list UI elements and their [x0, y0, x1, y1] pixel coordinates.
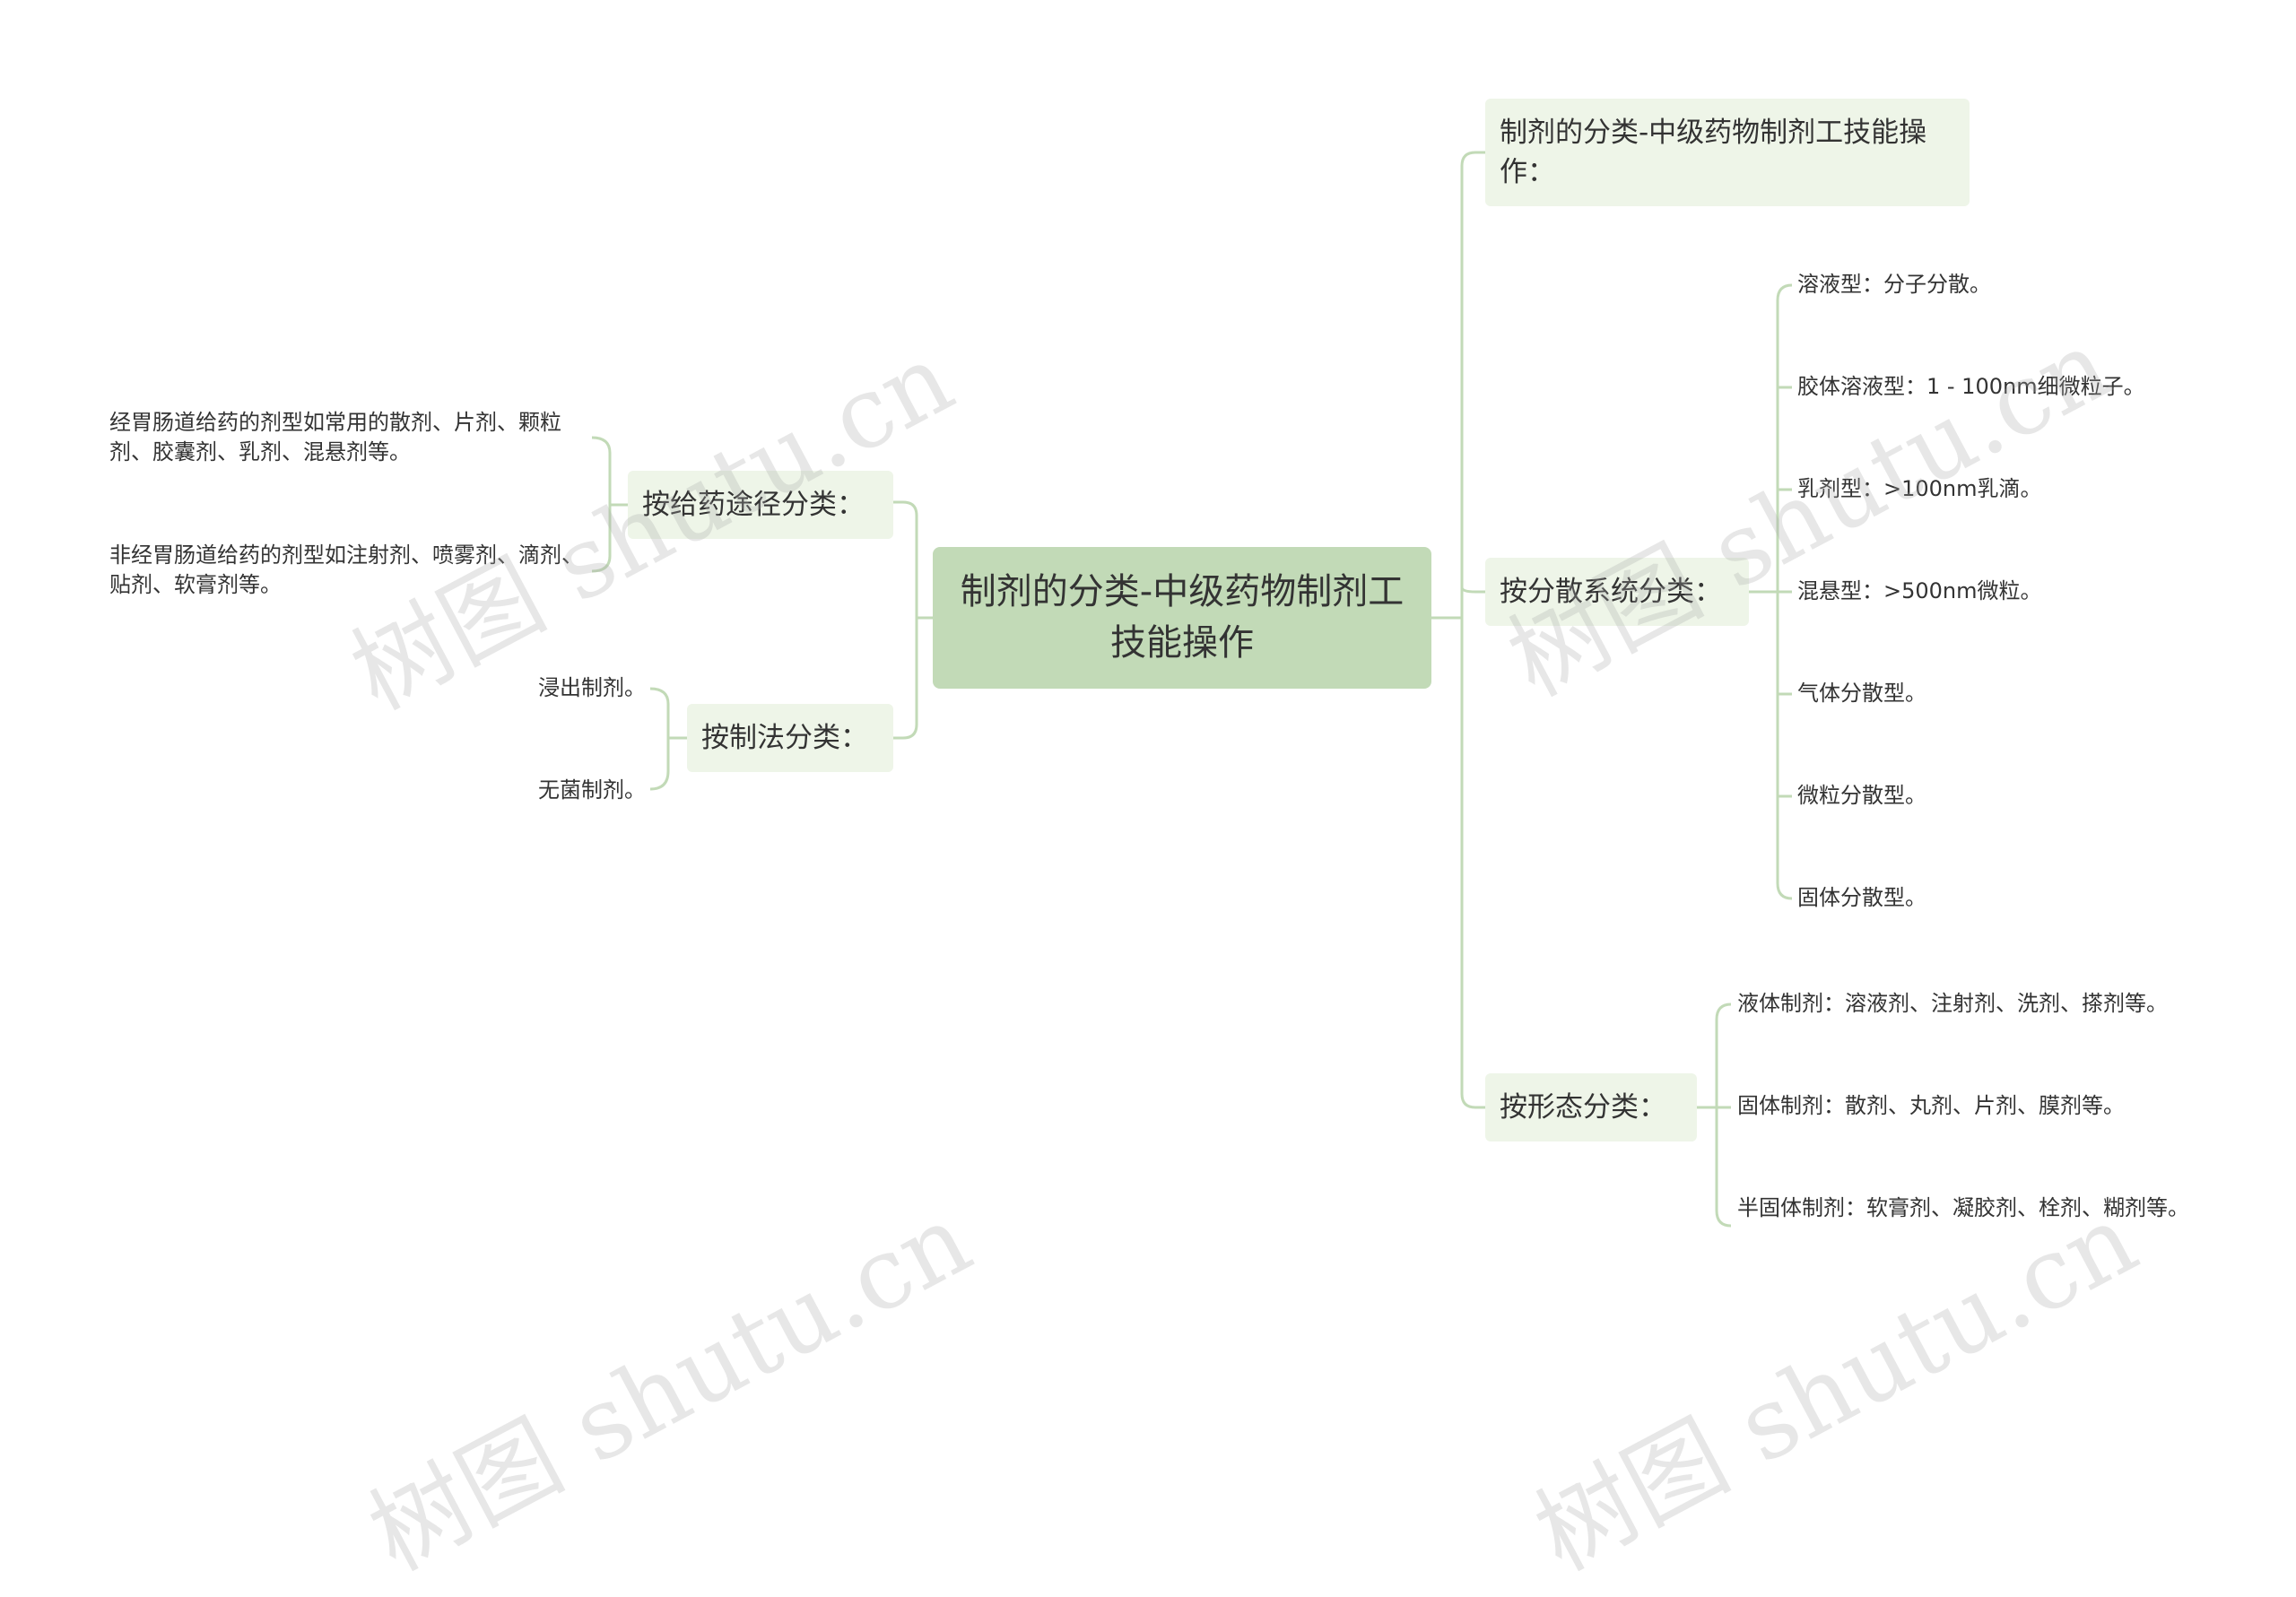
leaf-dispersion-1-text: 溶液型：分子分散。 [1797, 272, 1991, 297]
leaf-form-2-text: 固体制剂：散剂、丸剂、片剂、膜剂等。 [1737, 1093, 2125, 1118]
leaf-dispersion-7[interactable]: 固体分散型。 [1797, 883, 1926, 913]
leaf-form-1[interactable]: 液体制剂：溶液剂、注射剂、洗剂、搽剂等。 [1737, 989, 2168, 1019]
leaf-dispersion-1[interactable]: 溶液型：分子分散。 [1797, 270, 1991, 299]
node-dispersion-label: 按分散系统分类： [1500, 576, 1722, 608]
leaf-form-3-text: 半固体制剂：软膏剂、凝胶剂、栓剂、糊剂等。 [1737, 1195, 2189, 1220]
leaf-route-2-text: 非经胃肠道给药的剂型如注射剂、喷雾剂、滴剂、贴剂、软膏剂等。 [109, 542, 583, 597]
leaf-dispersion-3-text: 乳剂型：>100nm乳滴。 [1797, 476, 2042, 501]
leaf-dispersion-5-text: 气体分散型。 [1797, 681, 1926, 706]
leaf-dispersion-2[interactable]: 胶体溶液型：1 - 100nm细微粒子。 [1797, 372, 2145, 402]
node-method[interactable]: 按制法分类： [687, 704, 893, 772]
node-route-label: 按给药途径分类： [642, 489, 865, 521]
leaf-dispersion-2-text: 胶体溶液型：1 - 100nm细微粒子。 [1797, 374, 2145, 399]
leaf-method-2-text: 无菌制剂。 [538, 777, 646, 803]
node-route[interactable]: 按给药途径分类： [628, 471, 893, 539]
leaf-form-2[interactable]: 固体制剂：散剂、丸剂、片剂、膜剂等。 [1737, 1091, 2125, 1121]
leaf-method-2[interactable]: 无菌制剂。 [484, 776, 646, 805]
node-top-label: 制剂的分类-中级药物制剂工技能操作： [1500, 117, 1927, 188]
leaf-dispersion-6[interactable]: 微粒分散型。 [1797, 781, 1926, 811]
root-node[interactable]: 制剂的分类-中级药物制剂工技能操作 [933, 547, 1431, 689]
leaf-dispersion-7-text: 固体分散型。 [1797, 885, 1926, 910]
root-title: 制剂的分类-中级药物制剂工技能操作 [960, 571, 1405, 664]
leaf-form-1-text: 液体制剂：溶液剂、注射剂、洗剂、搽剂等。 [1737, 991, 2168, 1016]
leaf-dispersion-5[interactable]: 气体分散型。 [1797, 679, 1926, 708]
mind-map: 制剂的分类-中级药物制剂工技能操作 按给药途径分类： 经胃肠道给药的剂型如常用的… [109, 99, 2208, 1593]
node-top[interactable]: 制剂的分类-中级药物制剂工技能操作： [1485, 99, 1970, 206]
leaf-dispersion-4-text: 混悬型：>500nm微粒。 [1797, 578, 2042, 603]
node-dispersion[interactable]: 按分散系统分类： [1485, 558, 1749, 626]
leaf-dispersion-6-text: 微粒分散型。 [1797, 783, 1926, 808]
leaf-route-2[interactable]: 非经胃肠道给药的剂型如注射剂、喷雾剂、滴剂、贴剂、软膏剂等。 [109, 541, 585, 600]
node-form-label: 按形态分类： [1500, 1091, 1666, 1124]
node-method-label: 按制法分类： [701, 722, 868, 754]
leaf-dispersion-3[interactable]: 乳剂型：>100nm乳滴。 [1797, 474, 2042, 504]
leaf-method-1[interactable]: 浸出制剂。 [484, 673, 646, 703]
leaf-route-1[interactable]: 经胃肠道给药的剂型如常用的散剂、片剂、颗粒剂、胶囊剂、乳剂、混悬剂等。 [109, 408, 585, 467]
leaf-method-1-text: 浸出制剂。 [538, 675, 646, 700]
node-form[interactable]: 按形态分类： [1485, 1073, 1697, 1141]
leaf-route-1-text: 经胃肠道给药的剂型如常用的散剂、片剂、颗粒剂、胶囊剂、乳剂、混悬剂等。 [109, 410, 561, 464]
leaf-form-3[interactable]: 半固体制剂：软膏剂、凝胶剂、栓剂、糊剂等。 [1737, 1193, 2208, 1223]
leaf-dispersion-4[interactable]: 混悬型：>500nm微粒。 [1797, 577, 2042, 606]
connector-lines [591, 151, 1793, 1228]
